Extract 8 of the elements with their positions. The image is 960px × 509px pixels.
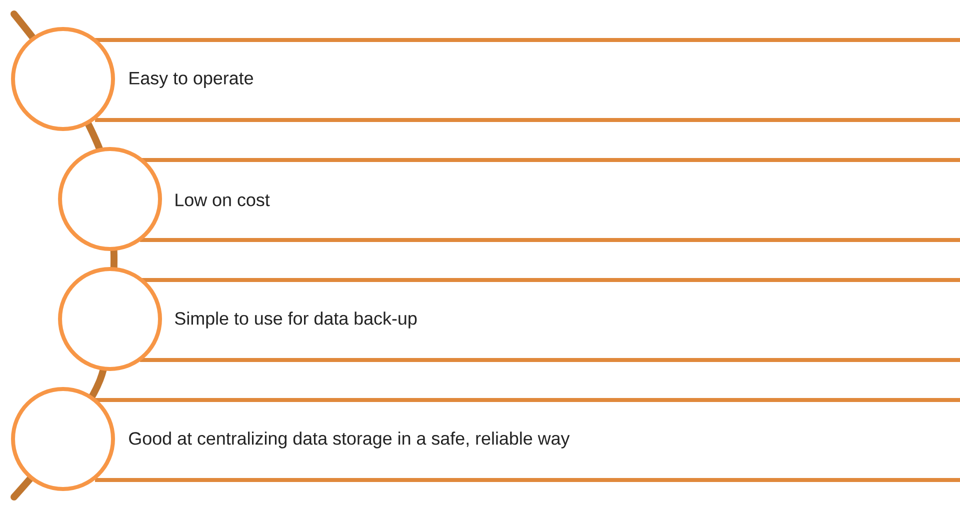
circle — [11, 27, 115, 131]
band: Low on cost — [140, 158, 960, 242]
band: Good at centralizing data storage in a safe, reliable way — [95, 398, 960, 482]
circle — [11, 387, 115, 491]
circle — [58, 267, 162, 371]
circle — [58, 147, 162, 251]
band: Easy to operate — [95, 38, 960, 122]
band: Simple to use for data back-up — [140, 278, 960, 362]
